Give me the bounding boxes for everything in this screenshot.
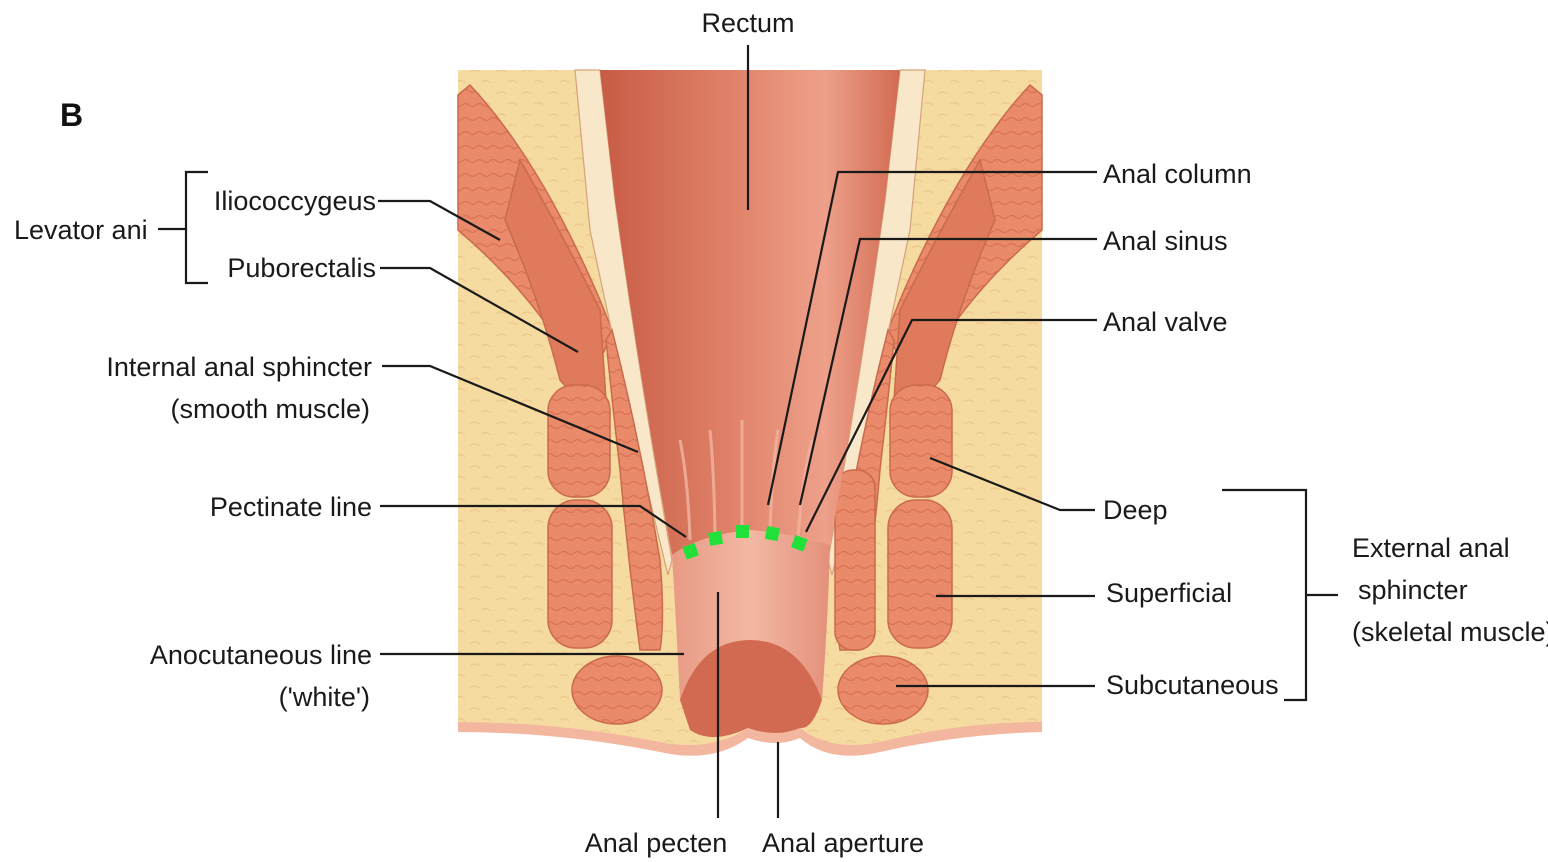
label-puborectalis: Puborectalis <box>227 253 376 283</box>
label-internal-anal-sphincter: Internal anal sphincter <box>106 352 372 382</box>
label-pectinate-line: Pectinate line <box>210 492 372 522</box>
label-superficial: Superficial <box>1106 578 1232 608</box>
label-anal-pecten: Anal pecten <box>585 828 728 858</box>
label-deep: Deep <box>1103 495 1168 525</box>
label-external-anal-sphincter-3: (skeletal muscle) <box>1352 617 1548 647</box>
label-anocutaneous-line-note: ('white') <box>279 682 370 712</box>
label-internal-anal-sphincter-note: (smooth muscle) <box>170 394 370 424</box>
external-sphincter-deep-right <box>890 385 952 497</box>
bracket-external-anal-sphincter <box>1222 490 1306 700</box>
external-sphincter-subcutaneous-right <box>838 656 928 724</box>
label-anal-sinus: Anal sinus <box>1103 226 1228 256</box>
label-subcutaneous: Subcutaneous <box>1106 670 1279 700</box>
label-anocutaneous-line: Anocutaneous line <box>150 640 372 670</box>
label-levator-ani: Levator ani <box>14 215 148 245</box>
label-anal-aperture: Anal aperture <box>762 828 924 858</box>
label-external-anal-sphincter-1: External anal <box>1352 533 1510 563</box>
bracket-levator-ani <box>186 172 208 283</box>
panel-letter: B <box>60 97 83 133</box>
label-anal-column: Anal column <box>1103 159 1252 189</box>
external-sphincter-superficial-left <box>548 500 612 648</box>
label-external-anal-sphincter-2: sphincter <box>1358 575 1468 605</box>
label-anal-valve: Anal valve <box>1103 307 1228 337</box>
label-rectum: Rectum <box>701 8 794 38</box>
external-sphincter-deep-left <box>548 385 610 497</box>
external-sphincter-subcutaneous-left <box>572 656 662 724</box>
internal-sphincter-block-right <box>835 470 875 650</box>
external-sphincter-superficial-right <box>888 500 952 648</box>
label-iliococcygeus: Iliococcygeus <box>214 186 376 216</box>
